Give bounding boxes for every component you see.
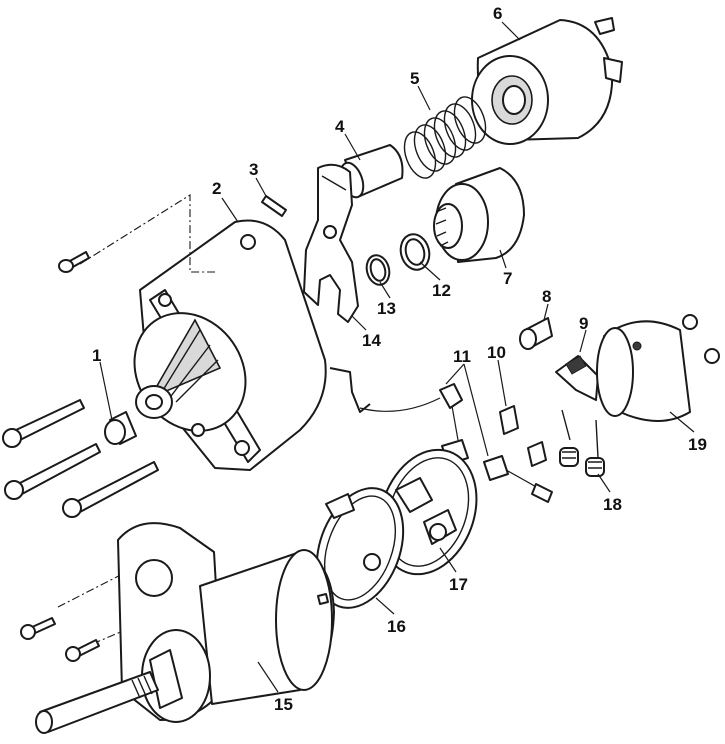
callout-19: 19	[688, 435, 707, 454]
return-spring-part	[403, 96, 487, 179]
through-bolt-part	[4, 443, 101, 500]
callout-4: 4	[335, 117, 345, 136]
brush-plate-part	[378, 448, 478, 576]
brush-spring-part	[559, 409, 605, 477]
callout-leader-lines	[99, 21, 695, 693]
callout-6: 6	[493, 4, 502, 23]
commutator-end-cover-part	[596, 320, 691, 422]
field-brush-wire-part	[483, 455, 553, 503]
mounting-screw-part	[65, 639, 100, 662]
callout-5: 5	[410, 69, 419, 88]
drive-end-housing-part	[133, 219, 327, 471]
callout-9: 9	[579, 314, 588, 333]
mounting-screw-part	[20, 617, 56, 640]
through-bolt-part	[2, 399, 85, 448]
stop-ring-part	[399, 233, 431, 271]
pinion-clutch-part	[433, 167, 525, 263]
brush-holder-ring-part	[315, 487, 405, 609]
callout-17: 17	[449, 575, 468, 594]
commutator-bushing-part	[519, 317, 553, 350]
pivot-pin-part	[261, 195, 287, 217]
bushing-part	[104, 411, 137, 445]
brush-holder-part	[555, 355, 599, 401]
brush-part	[499, 405, 547, 467]
cover-nut-part	[682, 314, 720, 364]
callout-16: 16	[387, 617, 406, 636]
callout-12: 12	[432, 281, 451, 300]
snap-ring-part	[365, 254, 391, 286]
callout-11: 11	[453, 347, 471, 366]
callout-8: 8	[542, 287, 551, 306]
callout-18: 18	[603, 495, 622, 514]
drive-lever-part	[303, 163, 359, 323]
callout-3: 3	[249, 160, 258, 179]
callout-13: 13	[377, 299, 396, 318]
small-bolt-part	[58, 251, 90, 273]
solenoid-switch-part	[471, 17, 623, 145]
callout-2: 2	[212, 179, 221, 198]
callout-14: 14	[362, 331, 381, 350]
callout-10: 10	[487, 343, 506, 362]
callout-7: 7	[503, 269, 512, 288]
starter-motor-body-part	[35, 522, 335, 734]
through-bolt-part	[62, 461, 159, 518]
callout-15: 15	[274, 695, 293, 714]
callout-1: 1	[92, 346, 101, 365]
